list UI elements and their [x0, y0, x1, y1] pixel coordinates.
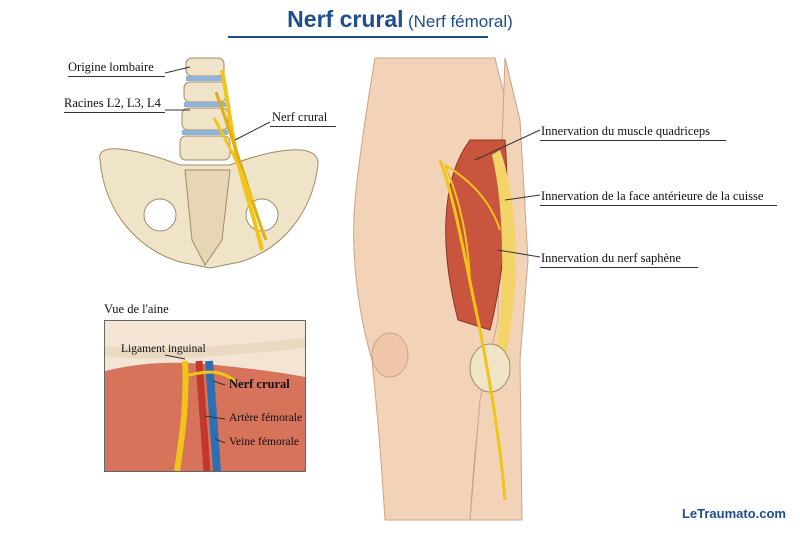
anterior-thigh-zone [492, 150, 516, 360]
leader-quadriceps [474, 129, 541, 161]
credit-link[interactable]: LeTraumato.com [681, 506, 786, 521]
inset-label-artere: Artère fémorale [229, 412, 303, 424]
inset-leader-artere [204, 415, 226, 420]
title-main: Nerf crural [287, 6, 404, 32]
disc-1 [186, 76, 224, 81]
label-nerf-crural-underline [270, 126, 336, 127]
label-face-underline [540, 205, 777, 206]
inset-title: Vue de l'aine [104, 302, 169, 316]
saphenous-nerve [438, 159, 507, 501]
inset-leader-veine [214, 438, 226, 444]
inset-leader-ligament [164, 354, 186, 360]
inset-leader-nerf [212, 380, 226, 386]
label-racines-underline [64, 112, 165, 113]
nerve-lumbar-3 [212, 117, 254, 201]
leader-nerf-crural [234, 121, 271, 141]
vertebra-3 [181, 107, 229, 131]
sacrum [184, 169, 231, 266]
leader-saphene [497, 249, 541, 258]
inset-ligament [105, 338, 305, 359]
label-racines: Racines L2, L3, L4 [64, 96, 161, 110]
title-underline [228, 36, 488, 38]
inset-label-ligament: Ligament inguinal [121, 343, 206, 355]
vertebra-4 [179, 135, 231, 161]
title-sub: (Nerf fémoral) [407, 12, 513, 31]
label-saphene: Innervation du nerf saphène [541, 251, 681, 265]
leg-illustration [353, 57, 529, 521]
inset-illustration [105, 321, 305, 471]
inset-label-veine: Veine fémorale [229, 436, 299, 448]
obturator-left [143, 198, 177, 232]
pelvis-illustration [99, 57, 319, 269]
leader-origine [164, 66, 191, 74]
inset-nerve-branch [184, 370, 236, 383]
label-face-anterieure: Innervation de la face antérieure de la … [541, 189, 764, 203]
vertebra-1 [185, 57, 225, 77]
disc-3 [182, 130, 228, 135]
nerve-branch-1 [444, 164, 501, 231]
disc-2 [184, 102, 226, 107]
inset-nerve [174, 360, 189, 471]
label-origine-underline [68, 76, 165, 77]
inset-artery [195, 360, 211, 471]
label-quadriceps-underline [540, 140, 726, 141]
label-saphene-underline [540, 267, 698, 268]
left-knee [371, 332, 409, 378]
nerve-branch-2 [444, 164, 471, 281]
label-quadriceps: Innervation du muscle quadriceps [541, 124, 711, 138]
leader-face [504, 194, 541, 201]
page-title: Nerf crural (Nerf fémoral) [0, 6, 800, 33]
inset-label-nerf: Nerf crural [229, 377, 290, 391]
label-nerf-crural-top: Nerf crural [272, 110, 328, 124]
inset-panel: Ligament inguinal Nerf crural Artère fém… [104, 320, 306, 472]
label-origine-lombaire: Origine lombaire [68, 60, 154, 74]
inset-vein [205, 360, 221, 471]
